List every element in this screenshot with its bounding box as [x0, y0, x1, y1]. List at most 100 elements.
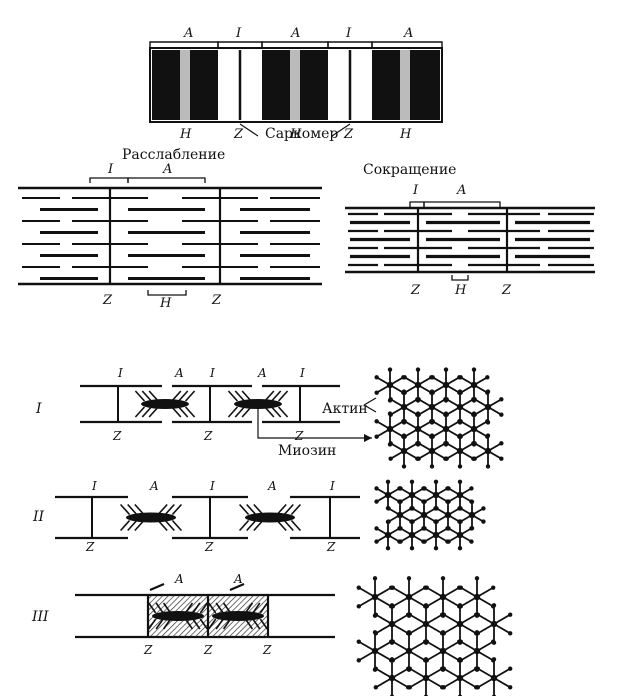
actin-dot: [440, 630, 446, 635]
cross-bridge: [244, 618, 254, 630]
actin-dot: [490, 585, 496, 590]
myosin-dot: [439, 647, 447, 655]
state-ii-label-3: I: [209, 479, 215, 493]
actin-dot: [402, 419, 407, 424]
actin-dot: [433, 479, 439, 484]
actin-dot: [415, 411, 421, 416]
myosin-dot: [414, 425, 422, 433]
actin-dot: [429, 389, 435, 394]
state-ii-label-1: I: [91, 479, 97, 493]
cross-bridge: [134, 519, 145, 532]
myosin-dot: [400, 403, 408, 411]
actin-dot: [374, 434, 379, 439]
cross-bridge: [283, 519, 294, 532]
cross-bridge: [119, 503, 131, 516]
actin-dot: [485, 433, 491, 438]
actin-dot: [433, 546, 439, 551]
band-label-i1: I: [235, 26, 242, 41]
cross-bridge: [234, 406, 245, 418]
contracted-myofibril: Сокращение I A Z H Z: [345, 162, 595, 298]
actin-dot: [475, 612, 481, 617]
band-label-h3: H: [399, 127, 412, 142]
actin-dot: [429, 433, 435, 438]
myosin-dot: [444, 511, 452, 519]
actin-dot: [356, 604, 362, 609]
actin-dot: [374, 486, 379, 491]
cross-bridge: [253, 519, 264, 532]
actin-dot: [416, 441, 421, 446]
actin-dot: [409, 479, 415, 484]
myosin-dot: [456, 674, 464, 682]
state-i-label-4: A: [257, 366, 267, 380]
i-bracket: [327, 41, 373, 47]
cross-bridge: [290, 519, 302, 532]
actin-dot: [507, 612, 513, 617]
myosin-dot: [384, 531, 392, 539]
actin-dot: [491, 657, 497, 662]
state-i-sarcomeres: [80, 384, 340, 424]
actin-dot: [422, 526, 427, 531]
cross-bridge: [199, 618, 208, 630]
a-band-dark: [372, 50, 400, 120]
actin-dot: [499, 456, 504, 461]
contracted-h-bracket: [451, 275, 469, 281]
cross-bridge: [259, 618, 268, 630]
actin-dot: [390, 585, 396, 590]
actin-dot: [469, 539, 474, 544]
actin-dot: [356, 585, 362, 590]
actin-dot: [441, 685, 447, 690]
actin-dot: [499, 412, 504, 417]
relaxed-i-label: I: [107, 162, 114, 177]
relaxed-z1-label: Z: [102, 293, 113, 308]
contracted-i-bracket: [409, 201, 425, 207]
actin-dot: [458, 506, 463, 511]
actin-dot: [443, 367, 449, 372]
actin-dot: [433, 519, 439, 524]
actin-dot: [458, 375, 463, 380]
cross-bridge: [229, 582, 245, 592]
cross-bridge: [264, 406, 275, 418]
actin-dot: [481, 519, 486, 524]
cross-bridge: [222, 618, 232, 630]
state-i-z-3: Z: [294, 429, 304, 443]
cross-bridge: [246, 519, 257, 532]
actin-dot: [389, 603, 395, 608]
cross-bridge: [253, 503, 264, 516]
myosin-dot: [428, 447, 436, 455]
actin-dot: [356, 658, 362, 663]
myosin-dot: [484, 403, 492, 411]
cross-bridge: [162, 618, 172, 630]
lattice-ii: [374, 479, 486, 551]
state-i-label-3: I: [209, 366, 215, 380]
actin-dot: [374, 375, 379, 380]
actin-dot: [491, 603, 497, 608]
state-row-i: I I A I A I Z Z Z Актин Миозин: [35, 366, 504, 469]
relaxed-a-label: A: [162, 162, 172, 177]
cross-bridge: [134, 406, 146, 418]
cross-bridge: [155, 618, 164, 630]
cross-bridge: [157, 519, 168, 532]
actin-dot: [385, 519, 391, 524]
h-zone: [290, 50, 300, 120]
actin-dot: [507, 631, 513, 636]
actin-dot: [481, 506, 486, 511]
actin-dot: [385, 546, 391, 551]
actin-dot: [387, 411, 393, 416]
actin-dot: [390, 639, 396, 644]
cross-bridge: [244, 602, 254, 614]
myosin-dot: [420, 511, 428, 519]
cross-bridge: [149, 582, 165, 592]
actin-dot: [457, 603, 463, 608]
actin-dot: [457, 519, 463, 524]
myosin-dot: [432, 531, 440, 539]
actin-dot: [441, 612, 447, 617]
state-iii-z-2: Z: [203, 643, 213, 657]
actin-dot: [444, 397, 449, 402]
actin-dot: [387, 367, 393, 372]
cross-bridge: [127, 519, 138, 532]
cross-bridge: [222, 602, 232, 614]
contracted-filaments: [345, 206, 595, 274]
myosin-dot: [371, 647, 379, 655]
actin-dot: [410, 506, 415, 511]
cross-bridge: [208, 618, 217, 630]
